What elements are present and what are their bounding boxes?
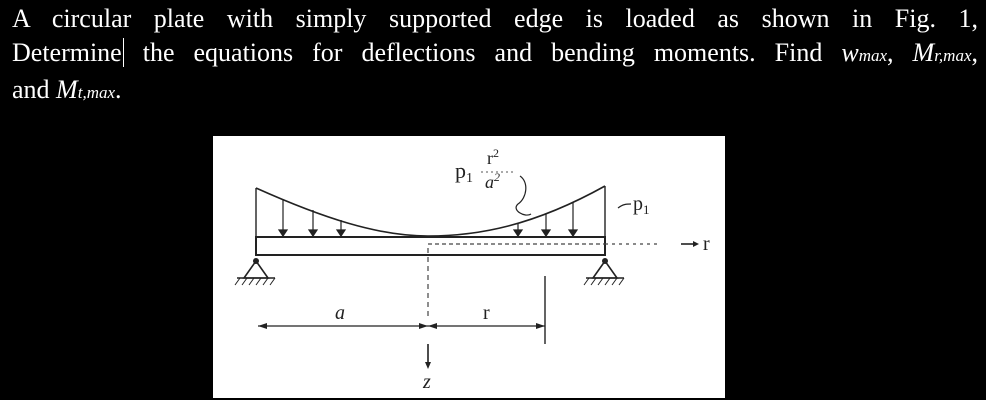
label-p1-left: p1	[455, 158, 473, 186]
dim-arrow-right	[536, 323, 545, 329]
problem-line-2: Determine the equations for deflections …	[12, 36, 978, 73]
plate-figure: p1 r2 a2 p1 r a r z	[213, 136, 725, 398]
problem-line-2-text: the equations for deflections and bendin…	[123, 38, 842, 67]
plate-diagram: p1 r2 a2 p1 r a r z	[234, 146, 710, 393]
w-max-symbol: w	[841, 38, 859, 67]
p1-right-leader	[617, 203, 632, 209]
mr-max-symbol: M	[912, 38, 935, 67]
load-arrowhead	[307, 229, 319, 238]
dim-arrow-left	[258, 323, 267, 329]
right-ground-hatch	[583, 277, 625, 286]
separator-1: ,	[887, 38, 913, 67]
problem-line-1: A circular plate with simply supported e…	[12, 4, 978, 33]
label-r-axis: r	[703, 233, 710, 255]
right-support	[583, 258, 625, 286]
load-arrowhead	[540, 229, 552, 238]
determine-word: Determine	[12, 38, 124, 67]
problem-statement: A circular plate with simply supported e…	[12, 2, 978, 110]
label-p1-right: p1	[633, 193, 650, 217]
load-arrows	[277, 199, 579, 238]
left-support	[234, 258, 276, 286]
label-z-axis: z	[422, 371, 431, 393]
problem-line-3: and Mt,max.	[12, 73, 978, 110]
load-arrowhead	[512, 229, 524, 238]
w-max-subscript: max	[858, 46, 888, 65]
label-dimension-r: r	[483, 302, 490, 324]
formula-leader	[515, 175, 532, 216]
dim-arrow-center-left	[419, 323, 428, 329]
left-ground-hatch	[234, 277, 276, 286]
load-curve	[255, 185, 606, 237]
period: .	[115, 75, 122, 104]
mt-max-symbol: M	[56, 75, 78, 104]
mr-max-subscript: r,max	[934, 46, 972, 65]
plate	[255, 236, 606, 256]
load-arrowhead	[277, 229, 289, 238]
z-axis-arrowhead	[425, 362, 431, 369]
load-arrowhead	[567, 229, 579, 238]
load-arrowhead	[335, 229, 347, 238]
and-word: and	[12, 75, 57, 104]
label-r-squared: r2	[487, 146, 499, 168]
label-a-squared: a2	[485, 170, 500, 192]
label-dimension-a: a	[335, 302, 345, 324]
r-axis-arrowhead	[693, 241, 699, 247]
mt-max-subscript: t,max	[77, 83, 116, 102]
separator-2: ,	[971, 38, 979, 67]
dim-arrow-center-right	[428, 323, 437, 329]
